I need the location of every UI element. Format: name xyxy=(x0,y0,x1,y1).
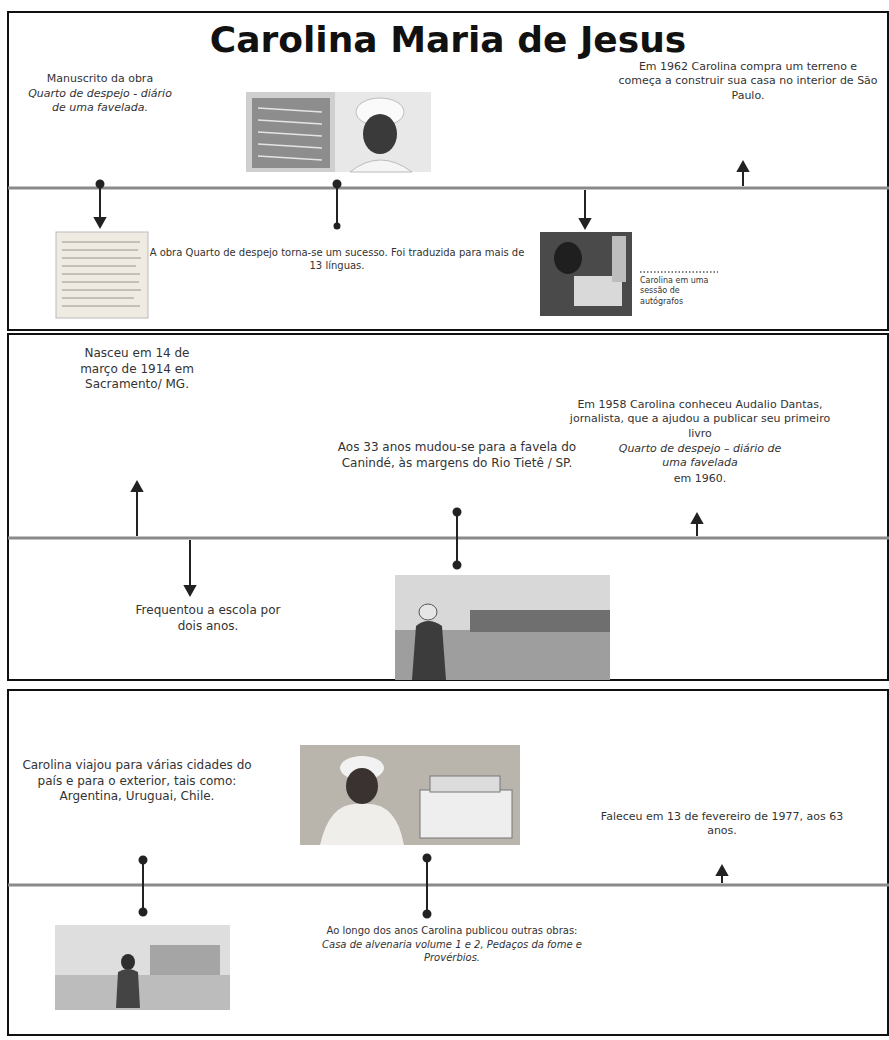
timeline-label: Quarto de despejo – diário de uma favela… xyxy=(615,442,785,471)
stem-arrow xyxy=(185,586,195,595)
figure-body xyxy=(116,969,140,1008)
figure-arm xyxy=(612,236,626,282)
stem-line xyxy=(189,540,191,588)
stem-line xyxy=(336,184,338,226)
panel-frame xyxy=(8,12,888,330)
typewriter-photo xyxy=(300,745,520,845)
timeline-label: Em 1962 Carolina compra um terreno e com… xyxy=(618,60,878,103)
portrait-bg xyxy=(335,92,431,172)
manuscript-line xyxy=(62,242,140,243)
timeline-label: Carolina viajou para várias cidades do p… xyxy=(14,758,260,805)
building xyxy=(150,945,220,975)
timeline-title: Carolina Maria de Jesus xyxy=(8,18,888,61)
stem-dot xyxy=(97,181,104,188)
manuscript-line xyxy=(62,298,134,299)
manuscript-line xyxy=(62,266,136,267)
stem-dot xyxy=(454,562,461,569)
typewriter xyxy=(420,790,512,838)
stem-line xyxy=(456,512,458,565)
manuscript-line xyxy=(62,306,140,307)
stem-dot xyxy=(424,855,431,862)
stem-arrow xyxy=(132,482,142,491)
figure-head xyxy=(419,604,437,620)
timeline-label: Nasceu em 14 de março de 1914 em Sacrame… xyxy=(75,346,199,393)
favela-photo xyxy=(395,575,610,680)
typewriter-paper xyxy=(430,776,500,792)
timeline-label: em 1960. xyxy=(615,472,785,486)
timeline-label: Frequentou a escola por dois anos. xyxy=(128,603,288,634)
figure-head xyxy=(554,242,582,274)
timeline-label: Carolina em uma sessão de autógrafos xyxy=(640,276,724,307)
stem-arrow xyxy=(580,219,590,228)
book-line xyxy=(258,144,322,148)
stem-arrow xyxy=(692,514,702,523)
timeline-label: Casa de alvenaria volume 1 e 2, Pedaços … xyxy=(302,938,602,964)
shacks xyxy=(470,610,610,632)
stem-dot xyxy=(454,509,461,516)
autograph-photo xyxy=(540,232,632,316)
stem-arrow xyxy=(717,866,727,875)
manuscript-line xyxy=(62,274,140,275)
book-line xyxy=(258,108,322,112)
manuscript-line xyxy=(62,290,141,291)
portrait-photo xyxy=(246,92,431,172)
stem-dot xyxy=(140,857,147,864)
timeline-line xyxy=(8,537,889,540)
timeline-label: Aos 33 anos mudou-se para a favela do Ca… xyxy=(332,440,582,471)
book-line xyxy=(258,156,322,160)
stem-line xyxy=(136,490,138,536)
timeline-line xyxy=(8,187,889,190)
manuscript-line xyxy=(62,258,141,259)
face xyxy=(346,768,378,804)
stem-line xyxy=(426,858,428,914)
timeline-label: Quarto de despejo - diário de uma favela… xyxy=(25,87,175,116)
travel-photo xyxy=(55,925,230,1010)
stem-arrow xyxy=(95,218,105,227)
manuscript-line xyxy=(62,250,138,251)
face xyxy=(363,114,397,154)
timeline-line xyxy=(8,884,889,887)
shoulders xyxy=(320,804,404,845)
panel-frame xyxy=(8,690,888,1035)
timeline-label: Manuscrito da obra xyxy=(25,72,175,86)
stem-dot xyxy=(424,911,431,918)
manuscript-line xyxy=(62,282,139,283)
timeline-label: Faleceu em 13 de fevereiro de 1977, aos … xyxy=(592,810,852,839)
manuscript-photo xyxy=(56,232,148,318)
stem-line xyxy=(584,190,586,222)
timeline-label: A obra Quarto de despejo torna-se um suc… xyxy=(147,246,527,272)
stem-line xyxy=(696,522,698,536)
book-line xyxy=(258,132,322,136)
stem-line xyxy=(742,170,744,186)
stem-dot xyxy=(140,909,147,916)
panel-frame xyxy=(8,334,888,680)
book-line xyxy=(258,120,322,124)
shoulders xyxy=(350,160,412,172)
ground xyxy=(55,975,230,1010)
book-page xyxy=(252,98,330,168)
timeline-label: Em 1958 Carolina conheceu Audalio Dantas… xyxy=(560,398,840,441)
stem-dot xyxy=(334,181,341,188)
figure-body xyxy=(412,621,446,680)
timeline-label: Ao longo dos anos Carolina publicou outr… xyxy=(242,924,662,937)
stem-arrow xyxy=(738,162,748,171)
dotted-leader xyxy=(640,271,718,273)
stem-line xyxy=(142,860,144,912)
stem-line xyxy=(99,184,101,222)
figure-head xyxy=(121,954,135,970)
stem-dot xyxy=(335,224,340,229)
